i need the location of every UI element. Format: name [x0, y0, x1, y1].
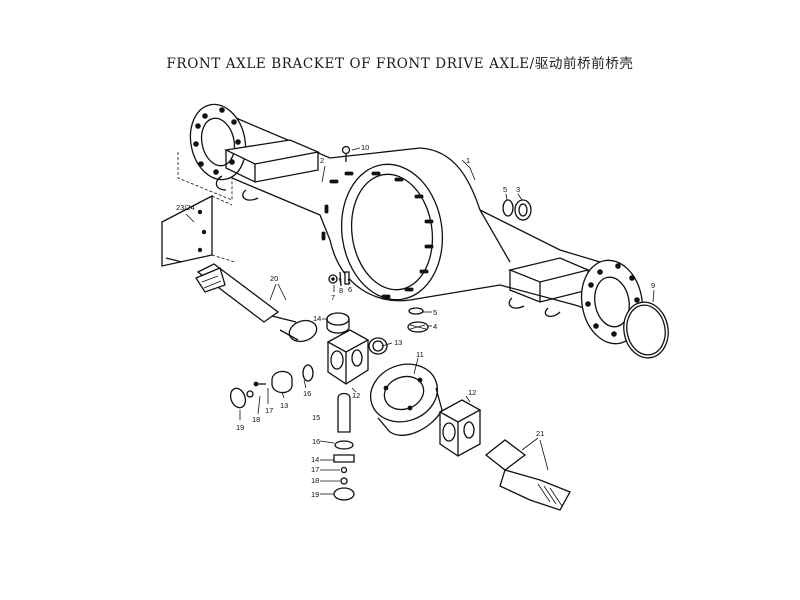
callout-16-lower: 16: [312, 437, 320, 446]
shaft-20: [195, 263, 318, 343]
callout-10: 10: [361, 143, 369, 152]
callout-6: 6: [348, 285, 352, 294]
stub-shaft-21: [484, 439, 571, 511]
callout-14-upper: 14: [313, 314, 321, 323]
callout-20: 20: [270, 274, 278, 283]
callout-5-upper: 5: [503, 185, 507, 194]
knuckle-assembly-left: [229, 307, 429, 409]
callout-17-left: 17: [265, 406, 273, 415]
callout-labels: 1 2 3 4 5 5 6 7 8 9 10 11 12 12 13 13 14…: [176, 143, 655, 499]
callout-13-right: 13: [394, 338, 402, 347]
callout-5-lower: 5: [433, 308, 437, 317]
kingpin-stack: [333, 392, 355, 501]
callout-8: 8: [339, 286, 343, 295]
bracket-plate-23-24: [161, 194, 236, 267]
callout-2: 2: [320, 156, 324, 165]
callout-4: 4: [433, 322, 437, 331]
callout-12-right: 12: [468, 388, 476, 397]
leader-lines: [185, 147, 655, 495]
callout-1: 1: [466, 156, 470, 165]
callout-14-lower: 14: [311, 455, 319, 464]
callout-11: 11: [416, 350, 424, 359]
callout-7: 7: [331, 293, 335, 302]
callout-17-lower: 17: [311, 465, 319, 474]
callout-18-left: 18: [252, 415, 260, 424]
callout-3: 3: [516, 185, 520, 194]
small-parts-upper: [328, 145, 669, 359]
callout-19-left: 19: [236, 423, 244, 432]
callout-23-24: 23/24: [176, 203, 195, 212]
callout-13-left: 13: [280, 401, 288, 410]
callout-16-upper: 16: [303, 389, 311, 398]
diagram-title: FRONT AXLE BRACKET OF FRONT DRIVE AXLE/驱…: [166, 56, 634, 72]
hub-housing-11: [369, 363, 443, 436]
callout-21: 21: [536, 429, 544, 438]
callout-19-lower: 19: [311, 490, 319, 499]
knuckle-block-right: [438, 399, 482, 457]
callout-15: 15: [312, 413, 320, 422]
callout-12-left: 12: [352, 391, 360, 400]
callout-18-lower: 18: [311, 476, 319, 485]
axle-housing: [177, 103, 644, 345]
callout-9: 9: [651, 281, 655, 290]
